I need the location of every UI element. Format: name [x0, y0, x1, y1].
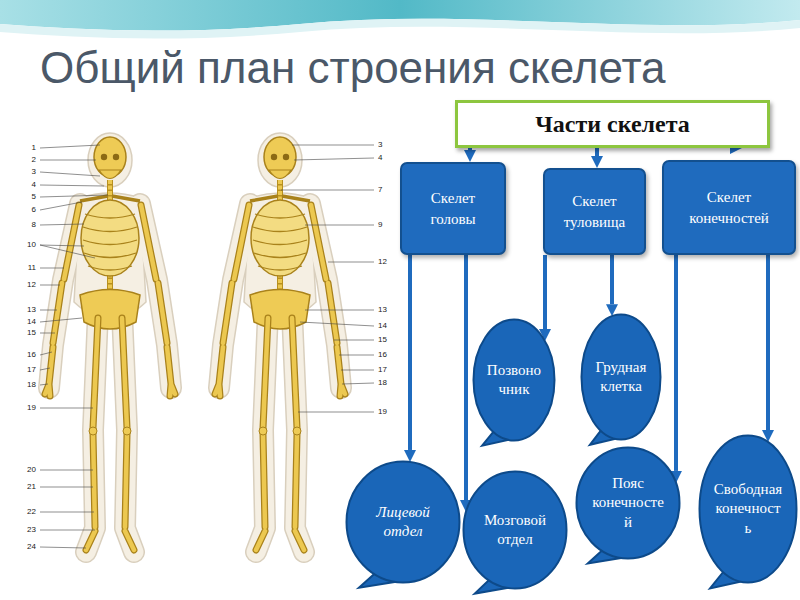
callout-number: 15	[16, 328, 36, 338]
callout-number: 12	[16, 280, 36, 290]
callout-number: 4	[16, 180, 36, 190]
section-bubble: Позвоночник	[472, 318, 556, 442]
node-text: Скелет головы	[408, 188, 498, 229]
callout-number: 14	[16, 317, 36, 327]
bubble-ellipse	[347, 462, 460, 583]
arrow-connector	[595, 148, 599, 156]
text-block: Мозговой отдел	[478, 511, 552, 550]
callout-number: 18	[16, 380, 36, 390]
callout-number: 9	[378, 220, 382, 230]
text-block: Части скелета	[535, 110, 690, 139]
callout-number: 2	[16, 155, 36, 165]
section-bubble: Грудная клетка	[580, 313, 662, 441]
callout-number: 17	[378, 365, 387, 375]
wave-line	[0, 19, 800, 39]
bubble-ellipse	[474, 320, 555, 441]
callout-number: 12	[378, 257, 387, 267]
bubble-outline	[345, 460, 461, 584]
node-text: Свободная конечность	[713, 480, 783, 539]
skeleton-back	[215, 133, 345, 552]
part-box: Скелет головы	[400, 162, 506, 255]
node-text: Скелет туловища	[551, 191, 638, 232]
node-text: Лицевой отдел	[363, 503, 444, 542]
section-bubble: Пояс конечностей	[575, 446, 681, 560]
callout-number: 21	[16, 482, 36, 492]
arrow-connector	[468, 148, 472, 150]
arrow-connector	[610, 255, 614, 304]
callout-number: 24	[16, 542, 36, 552]
bubble-ellipse	[464, 472, 567, 589]
root-box: Части скелета	[455, 100, 770, 148]
text-block: Пояс конечностей	[591, 474, 665, 533]
arrow-connector	[766, 255, 770, 430]
node-text: Пояс конечностей	[591, 474, 665, 533]
callout-number: 3	[378, 140, 382, 150]
bubble-ellipse	[582, 315, 661, 440]
callout-number: 3	[16, 167, 36, 177]
section-bubble: Свободная конечность	[698, 434, 798, 584]
arrow-connector	[464, 255, 468, 500]
arrow-connector	[674, 255, 678, 471]
bubble-outline	[580, 313, 662, 441]
callout-number: 4	[378, 153, 382, 163]
text-block: Скелет туловища	[551, 191, 638, 232]
leader-lines	[40, 145, 374, 548]
callout-number: 16	[16, 350, 36, 360]
callout-number: 14	[378, 321, 387, 331]
arrow-connector	[543, 255, 547, 329]
heading-text: Части скелета	[535, 110, 690, 139]
skeleton-front	[45, 133, 175, 552]
bubble-outline	[472, 318, 556, 442]
header-wave	[0, 0, 800, 39]
callout-number: 1	[16, 143, 36, 153]
text-block: Позвоночник	[485, 361, 544, 400]
callout-number: 10	[16, 240, 36, 250]
callout-number: 5	[16, 192, 36, 202]
text-block: Свободная конечность	[713, 480, 783, 539]
part-box: Скелет конечностей	[662, 160, 796, 255]
text-block: Скелет головы	[408, 188, 498, 229]
text-block: Лицевой отдел	[363, 503, 444, 542]
slide-title: Общий план строения скелета	[40, 44, 666, 92]
node-text: Грудная клетка	[593, 358, 650, 397]
callout-number: 13	[378, 305, 387, 315]
part-box: Скелет туловища	[543, 168, 646, 255]
callout-number: 17	[16, 365, 36, 375]
callout-number: 22	[16, 507, 36, 517]
text-block: Скелет конечностей	[670, 187, 788, 228]
arrow-connector	[408, 255, 412, 450]
callout-number: 15	[378, 335, 387, 345]
callout-number: 19	[16, 403, 36, 413]
node-text: Позвоночник	[485, 361, 544, 400]
callout-number: 19	[378, 407, 387, 417]
node-text: Скелет конечностей	[670, 187, 788, 228]
callout-number: 18	[378, 378, 387, 388]
callout-number: 13	[16, 305, 36, 315]
section-bubble: Мозговой отдел	[462, 470, 568, 590]
callout-number: 16	[378, 350, 387, 360]
text-block: Грудная клетка	[593, 358, 650, 397]
bubble-ellipse	[700, 436, 797, 583]
callout-number: 8	[16, 220, 36, 230]
callout-number: 11	[16, 263, 36, 273]
callout-number: 6	[16, 205, 36, 215]
callout-number: 23	[16, 525, 36, 535]
bubble-outline	[462, 470, 568, 590]
bubble-ellipse	[577, 448, 680, 559]
section-bubble: Лицевой отдел	[345, 460, 461, 584]
node-text: Мозговой отдел	[478, 511, 552, 550]
callout-number: 7	[378, 185, 382, 195]
callout-number: 20	[16, 465, 36, 475]
